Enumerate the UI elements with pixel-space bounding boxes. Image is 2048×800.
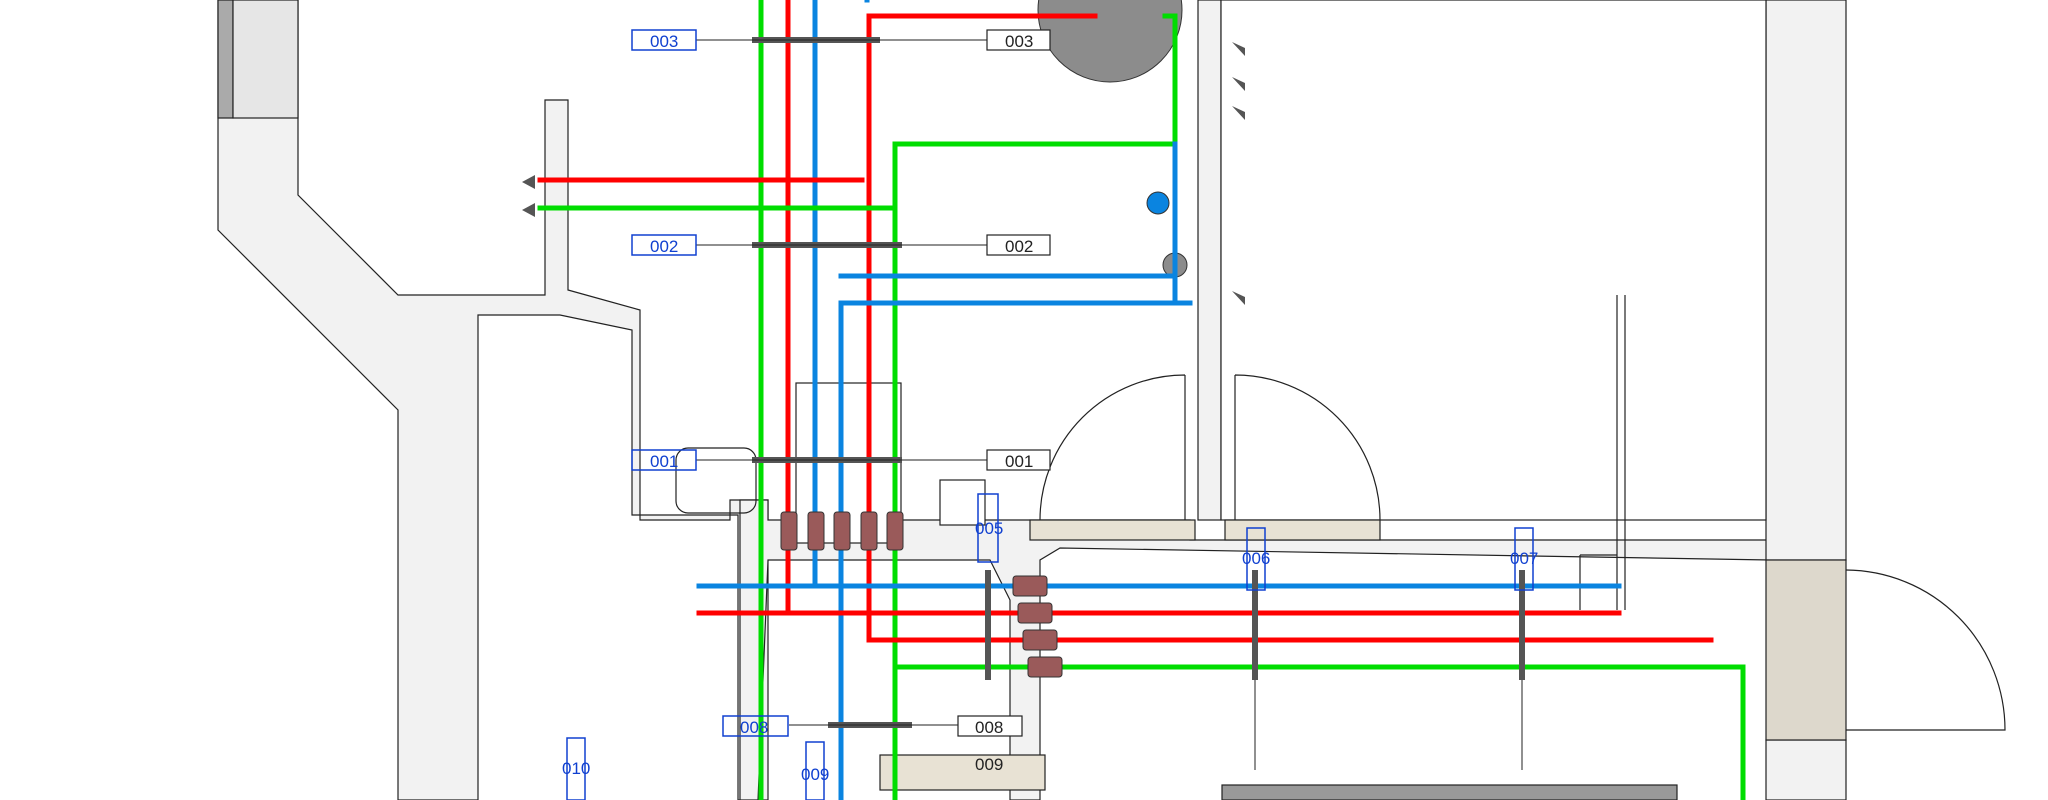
tag-blue-001[interactable]: 001 (650, 452, 678, 471)
tag-blue-005[interactable]: 005 (975, 519, 1003, 538)
tag-blue-006[interactable]: 006 (1242, 549, 1270, 568)
valves (780, 511, 1063, 678)
tag-black-008[interactable]: 008 (975, 718, 1003, 737)
wall-right-lower (1765, 739, 1847, 800)
door-swing-1 (1039, 374, 1186, 521)
tag-blue-008[interactable]: 008 (740, 718, 768, 737)
pipe-recirc-top (892, 13, 1178, 147)
blue-section-tags (566, 29, 1534, 800)
pipe-recirc-main (892, 664, 1746, 800)
tag-black-009[interactable]: 009 (975, 755, 1003, 774)
leader-lines (696, 39, 1523, 770)
window-frame (1765, 559, 1847, 741)
vent-stack (1579, 295, 1626, 610)
walls (217, 0, 1847, 800)
tag-black-001[interactable]: 001 (1005, 452, 1033, 471)
tag-black-003[interactable]: 003 (1005, 32, 1033, 51)
black-section-tags (957, 29, 1051, 737)
doors (675, 295, 2006, 800)
door-sill-2 (1224, 519, 1381, 541)
room-right-outline (1220, 0, 1767, 521)
wall-left-diagonal (217, 0, 769, 800)
wall-left-dark-strip (217, 0, 234, 119)
water-heater-outline (675, 447, 757, 514)
tag-blue-010[interactable]: 010 (562, 759, 590, 778)
door-swing-2 (1234, 374, 1381, 521)
wall-vertical-center (1197, 0, 1222, 521)
tag-blue-007[interactable]: 007 (1510, 549, 1538, 568)
tag-blue-003[interactable]: 003 (650, 32, 678, 51)
tag-black-002[interactable]: 002 (1005, 237, 1033, 256)
fixture-outlets (522, 42, 1245, 305)
door-sill-1 (1029, 519, 1196, 541)
storage-tank (1037, 0, 1183, 83)
fixture-bottom (1221, 784, 1678, 800)
tag-blue-002[interactable]: 002 (650, 237, 678, 256)
pump-icon (1146, 191, 1170, 215)
door-swing-3 (1845, 569, 2006, 731)
wall-left-light-strip (232, 0, 299, 119)
tag-blue-009[interactable]: 009 (801, 765, 829, 784)
wall-right (1765, 0, 1847, 561)
door-sill-3 (879, 754, 1046, 791)
